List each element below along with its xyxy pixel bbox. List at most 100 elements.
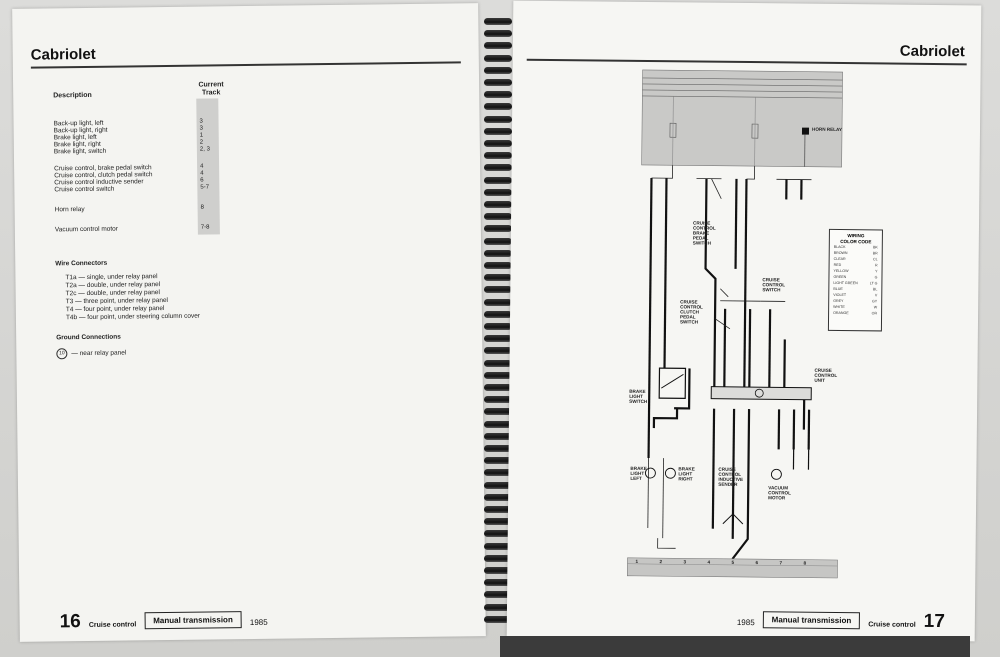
spiral-coil [484, 335, 512, 343]
brake-light-right-symbol [664, 467, 676, 479]
track-number: 3 [683, 559, 686, 564]
spiral-coil [484, 286, 512, 294]
component-name: Cruise control switch [54, 185, 115, 194]
spiral-coil [484, 30, 512, 38]
component-track: 1 [199, 132, 204, 139]
horn-relay-icon [801, 127, 810, 135]
ground-connection-text: — near relay panel [71, 349, 127, 358]
spiral-coil [484, 359, 512, 367]
component-track: 2 [199, 139, 204, 146]
spiral-coil [484, 554, 512, 562]
left-page-footer: 16 Cruise control Manual transmission 19… [60, 610, 268, 632]
component-track: 7-8 [200, 224, 210, 231]
component-track: 2, 3 [199, 146, 210, 153]
spiral-coil [484, 481, 512, 489]
component-track: 8 [200, 204, 204, 211]
brake-light-right-label: BRAKE LIGHT RIGHT [678, 466, 696, 481]
spiral-coil [484, 225, 512, 233]
spiral-coil [484, 591, 512, 599]
wire-connectors-heading: Wire Connectors [55, 259, 108, 268]
control-unit-label: CRUISE CONTROL UNIT [814, 368, 838, 383]
description-heading: Description [53, 91, 92, 100]
clutch-pedal-switch-label: CRUISE CONTROL CLUTCH PEDAL SWITCH [680, 299, 704, 324]
spiral-coil [484, 262, 512, 269]
legend-color-name: ORANGE [833, 310, 849, 316]
spiral-coil [484, 127, 512, 135]
spiral-coil [484, 445, 512, 452]
spiral-coil [484, 176, 512, 184]
spiral-coil [484, 567, 512, 574]
control-switch-label: CRUISE CONTROL SWITCH [762, 277, 786, 292]
component-track: 4 [200, 170, 204, 177]
spiral-coil [484, 579, 512, 587]
footer-transmission-box: Manual transmission [144, 611, 242, 630]
spiral-coil [484, 42, 512, 50]
spiral-coil [484, 347, 512, 355]
track-number: 2 [659, 559, 662, 564]
component-track: 4 [200, 163, 204, 170]
spiral-coil [484, 18, 512, 25]
spiral-coil [484, 530, 512, 538]
track-number: 8 [803, 561, 806, 566]
inductive-sender-label: CRUISE CONTROL INDUCTIVE SENDER [718, 467, 744, 487]
spiral-coil [484, 188, 512, 196]
ground-connections-heading: Ground Connections [56, 333, 121, 342]
spiral-coil [484, 274, 512, 282]
track-number: 7 [779, 560, 782, 565]
spiral-coil [484, 237, 512, 245]
spiral-coil [484, 371, 512, 379]
spiral-coil [484, 323, 512, 330]
wire-connector-item: T4 — four point, under relay panel [65, 305, 165, 314]
wire-bundle [647, 178, 811, 560]
component-track: 3 [199, 125, 204, 132]
track-number: 6 [755, 560, 758, 565]
brake-light-switch-symbol [658, 367, 687, 399]
spiral-coil [484, 152, 512, 160]
wiring-diagram: HORN RELAY [607, 68, 932, 591]
spiral-coil [484, 140, 512, 147]
component-name: Brake light, switch [53, 147, 107, 156]
spiral-binding [478, 18, 518, 628]
wire-connector-item: T1a — single, under relay panel [65, 273, 158, 282]
component-track: 5-7 [200, 184, 210, 191]
track-number: 1 [635, 559, 638, 564]
spiral-coil [484, 506, 512, 513]
brake-light-switch-label: BRAKE LIGHT SWITCH [629, 389, 648, 404]
inductive-sender-symbol [722, 513, 744, 525]
component-track: 3 [199, 118, 203, 125]
cruise-control-unit-symbol [710, 386, 812, 401]
brake-light-left-label: BRAKE LIGHT LEFT [630, 466, 648, 481]
ground-symbol-icon: 10 [56, 348, 68, 360]
horn-relay-label: HORN RELAY [812, 127, 842, 132]
spiral-coil [484, 542, 512, 550]
brake-pedal-switch-label: CRUISE CONTROL BRAKE PEDAL SWITCH [693, 220, 717, 245]
spiral-coil [484, 103, 512, 111]
spiral-coil [484, 54, 512, 62]
track-number: 5 [731, 560, 734, 565]
spiral-coil [484, 408, 512, 416]
current-track-heading: Current Track [198, 81, 224, 97]
ground-track-bar [627, 557, 838, 579]
ground-connection-item: 10 — near relay panel [56, 348, 126, 360]
binder-edge [500, 636, 970, 657]
spiral-coil [484, 249, 512, 257]
component-name: Horn relay [54, 206, 85, 214]
track-number-row: 1 2 3 4 5 6 7 8 [635, 559, 806, 566]
spiral-coil [484, 115, 512, 123]
right-page-footer: 1985 Manual transmission Cruise control … [737, 610, 945, 632]
vacuum-motor-label: VACUUM CONTROL MOTOR [768, 485, 792, 500]
brake-light-left-symbol [644, 467, 656, 479]
spiral-coil [484, 469, 512, 477]
spiral-coil [484, 213, 512, 221]
spiral-coil [484, 66, 512, 74]
component-track: 6 [200, 177, 204, 184]
spiral-coil [484, 420, 512, 428]
spiral-coil [484, 91, 512, 99]
spiral-coil [484, 384, 512, 391]
track-number: 4 [707, 560, 710, 565]
legend-title: WIRING COLOR CODE [830, 230, 882, 245]
